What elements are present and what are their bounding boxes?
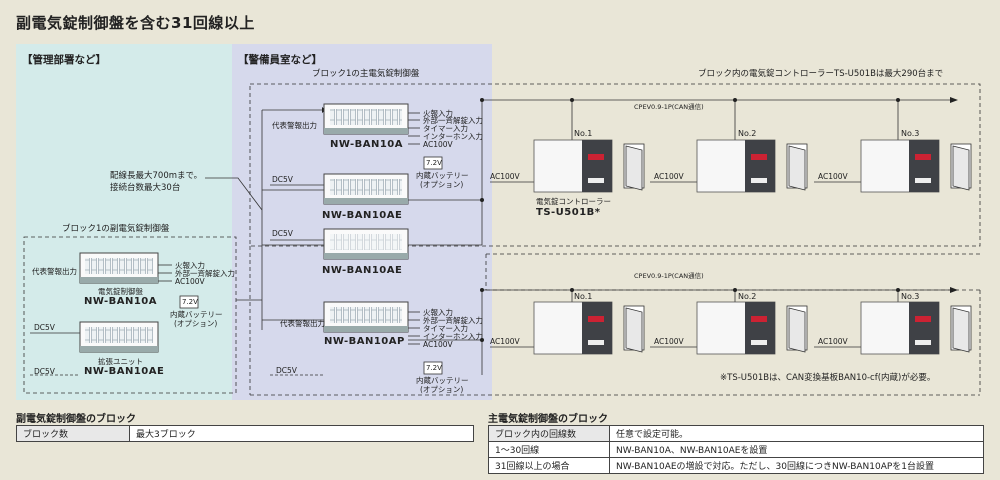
door-controller-unit <box>533 139 613 193</box>
table-row: ブロック数 最大3ブロック <box>16 425 474 442</box>
main-dc5v-3: DC5V <box>276 366 297 375</box>
controller-no1-b: No.1 <box>574 292 593 301</box>
table-cell: 最大3ブロック <box>129 425 474 442</box>
controller-no3-b: No.3 <box>901 292 920 301</box>
main-ap-battery-caption-1: 内蔵バッテリー <box>416 376 469 385</box>
table-cell: 任意で設定可能。 <box>609 425 984 442</box>
controller-caption: 電気錠コントローラー <box>536 197 611 206</box>
sub-dc5v-1: DC5V <box>34 323 55 332</box>
main-timer-label: タイマー入力 <box>423 124 468 133</box>
admin-zone-label: 【管理部署など】 <box>22 54 106 66</box>
controller-no1: No.1 <box>574 129 593 138</box>
sub-table-title: 副電気錠制御盤のブロック <box>16 414 136 425</box>
table-cell: NW-BAN10AEの増設で対応。ただし、30回線につきNW-BAN10APを1… <box>609 457 984 474</box>
sub-block-table: ブロック数 最大3ブロック <box>16 425 474 442</box>
main-ap-ext-unlock-label: 外部一斉解錠入力 <box>423 316 483 325</box>
sub-block-heading: ブロック1の副電気錠制御盤 <box>62 224 170 234</box>
ac-label-r2-2: AC100V <box>654 337 684 346</box>
door-controller-unit <box>860 301 940 355</box>
table-cell: ブロック数 <box>16 425 130 442</box>
main-battery-caption-2: (オプション) <box>420 180 464 189</box>
main-ext-unlock-label: 外部一斉解錠入力 <box>423 116 483 125</box>
sub-unit-caption: 拡張ユニット <box>98 357 143 366</box>
main-rep-output-label: 代表警報出力 <box>272 121 317 130</box>
main-table-title: 主電気錠制御盤のブロック <box>488 414 608 425</box>
sub-battery-caption-1: 内蔵バッテリー <box>170 310 223 319</box>
sub-panel-caption: 電気錠制御盤 <box>98 287 143 296</box>
footnote: ※TS-U501Bは、CAN変換基板BAN10-cf(内蔵)が必要。 <box>720 373 936 383</box>
wiring-note-line-2: 接続台数最大30台 <box>110 183 181 193</box>
sub-battery-voltage: 7.2V <box>182 298 198 306</box>
table-cell: NW-BAN10A、NW-BAN10AEを設置 <box>609 441 984 458</box>
door-icon <box>623 143 645 191</box>
main-battery-caption-1: 内蔵バッテリー <box>416 171 469 180</box>
table-cell: ブロック内の回線数 <box>488 425 610 442</box>
panel-sub-ae <box>79 321 159 353</box>
sub-panel-model: NW-BAN10A <box>84 296 157 307</box>
main-dc5v-1: DC5V <box>272 175 293 184</box>
sub-battery-caption-2: (オプション) <box>174 319 218 328</box>
door-controller-unit <box>696 301 776 355</box>
main-ap-battery-caption-2: (オプション) <box>420 385 464 394</box>
controller-no3: No.3 <box>901 129 920 138</box>
panel-main-ae-2 <box>323 228 409 260</box>
main-intercom-label: インターホン入力 <box>423 132 483 141</box>
main-panel-ap-model: NW-BAN10AP <box>324 336 405 347</box>
door-icon <box>786 305 808 353</box>
door-icon <box>950 143 972 191</box>
table-row: ブロック内の回線数 任意で設定可能。 <box>488 425 984 442</box>
main-panel-ae2-model: NW-BAN10AE <box>322 265 403 276</box>
main-ap-ac-label: AC100V <box>423 340 453 349</box>
cable-label-2: CPEV0.9-1P(CAN通信) <box>634 272 704 280</box>
main-block-heading: ブロック1の主電気錠制御盤 <box>312 69 420 79</box>
ac-label-r1-3: AC100V <box>818 172 848 181</box>
main-dc5v-2: DC5V <box>272 229 293 238</box>
door-icon <box>786 143 808 191</box>
ac-label-r1-1: AC100V <box>490 172 520 181</box>
controller-no2-b: No.2 <box>738 292 757 301</box>
sub-ac-label: AC100V <box>175 277 205 286</box>
main-battery-voltage: 7.2V <box>426 159 442 167</box>
main-panel-ae1-model: NW-BAN10AE <box>322 210 403 221</box>
ac-label-r2-3: AC100V <box>818 337 848 346</box>
sub-rep-output-label: 代表警報出力 <box>32 267 77 276</box>
main-ap-timer-label: タイマー入力 <box>423 324 468 333</box>
table-cell: 1～30回線 <box>488 441 610 458</box>
main-ac-label: AC100V <box>423 140 453 149</box>
ac-label-r2-1: AC100V <box>490 337 520 346</box>
cable-label-1: CPEV0.9-1P(CAN通信) <box>634 103 704 111</box>
door-controller-unit <box>696 139 776 193</box>
page-title: 副電気錠制御盤を含む31回線以上 <box>16 14 255 32</box>
table-row: 1～30回線 NW-BAN10A、NW-BAN10AEを設置 <box>488 441 984 458</box>
panel-sub-a <box>79 252 159 284</box>
panel-main-ae-1 <box>323 173 409 205</box>
door-controller-unit <box>860 139 940 193</box>
wiring-note-line-1: 配線長最大700mまで。 <box>110 171 203 181</box>
main-ap-battery-voltage: 7.2V <box>426 364 442 372</box>
main-panel-a-model: NW-BAN10A <box>330 139 403 150</box>
table-row: 31回線以上の場合 NW-BAN10AEの増設で対応。ただし、30回線につきNW… <box>488 457 984 474</box>
sub-unit-model: NW-BAN10AE <box>84 366 165 377</box>
main-fire-label: 火報入力 <box>423 109 453 118</box>
table-cell: 31回線以上の場合 <box>488 457 610 474</box>
main-ap-fire-label: 火報入力 <box>423 308 453 317</box>
security-zone <box>232 44 492 400</box>
security-zone-label: 【警備員室など】 <box>238 54 322 66</box>
door-controller-unit <box>533 301 613 355</box>
sub-dc5v-2: DC5V <box>34 367 55 376</box>
sub-fire-label: 火報入力 <box>175 261 205 270</box>
door-icon <box>950 305 972 353</box>
panel-main-ap <box>323 301 409 333</box>
main-ap-rep-output-label: 代表警報出力 <box>280 319 325 328</box>
sub-ext-unlock-label: 外部一斉解錠入力 <box>175 269 235 278</box>
controller-no2: No.2 <box>738 129 757 138</box>
main-block-table: ブロック内の回線数 任意で設定可能。 1～30回線 NW-BAN10A、NW-B… <box>488 425 984 474</box>
controller-max-note: ブロック内の電気錠コントローラーTS-U501Bは最大290台まで <box>698 69 944 79</box>
main-ap-intercom-label: インターホン入力 <box>423 332 483 341</box>
controller-model: TS-U501B* <box>536 207 601 218</box>
panel-main-a <box>323 103 409 135</box>
door-icon <box>623 305 645 353</box>
ac-label-r1-2: AC100V <box>654 172 684 181</box>
